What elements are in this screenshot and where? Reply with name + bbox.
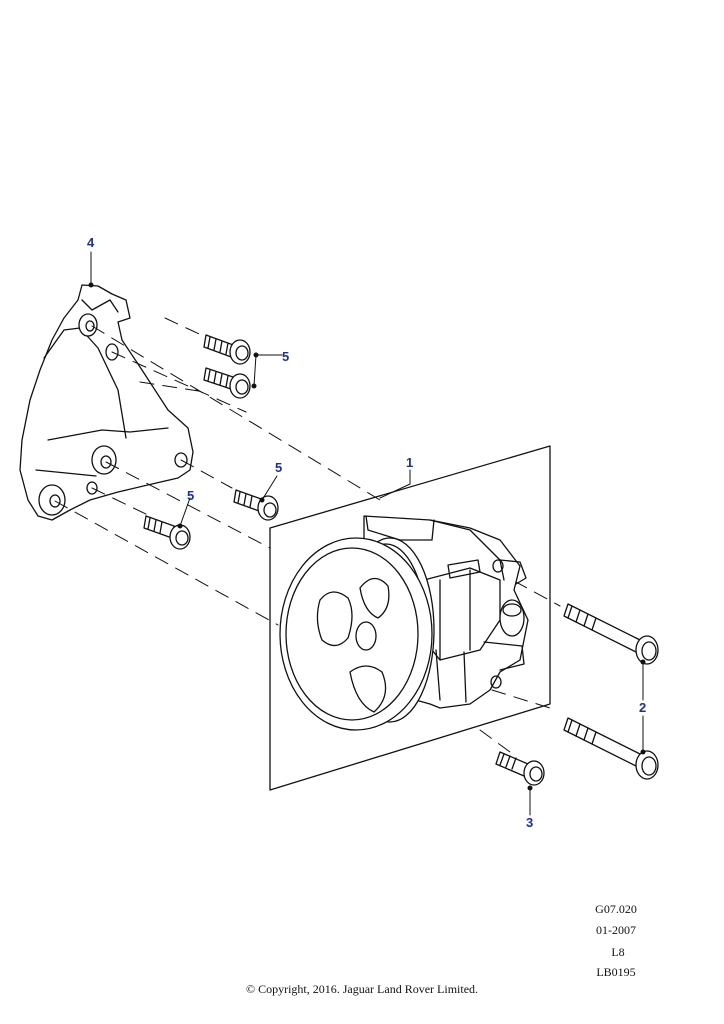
callout-4[interactable]: 4: [87, 235, 95, 250]
leader-lines: [90, 251, 644, 816]
callout-5-lower[interactable]: 5: [187, 488, 195, 503]
callout-3[interactable]: 3: [526, 815, 534, 830]
mounting-bracket: [19, 284, 194, 521]
callout-5-middle[interactable]: 5: [275, 460, 283, 475]
callout-1[interactable]: 1: [406, 455, 414, 470]
engine-code: L8: [611, 945, 625, 959]
bolt-lower-left: [143, 515, 191, 550]
long-bolt-lower: [563, 717, 659, 780]
short-bolt: [495, 751, 545, 786]
illustration-code: LB0195: [596, 965, 636, 979]
callout-2[interactable]: 2: [639, 700, 647, 715]
bolt-upper: [203, 334, 251, 365]
mounting-plane: [269, 445, 551, 791]
long-bolt-upper: [563, 603, 659, 665]
bolt-middle: [203, 367, 251, 399]
diagram-reference: G07.020: [595, 902, 637, 916]
diagram-date: 01-2007: [596, 923, 636, 937]
copyright-notice: © Copyright, 2016. Jaguar Land Rover Lim…: [245, 982, 479, 996]
power-steering-pump: [279, 515, 529, 731]
bolt-lower-right: [233, 489, 279, 521]
callout-5-upper[interactable]: 5: [282, 349, 290, 364]
